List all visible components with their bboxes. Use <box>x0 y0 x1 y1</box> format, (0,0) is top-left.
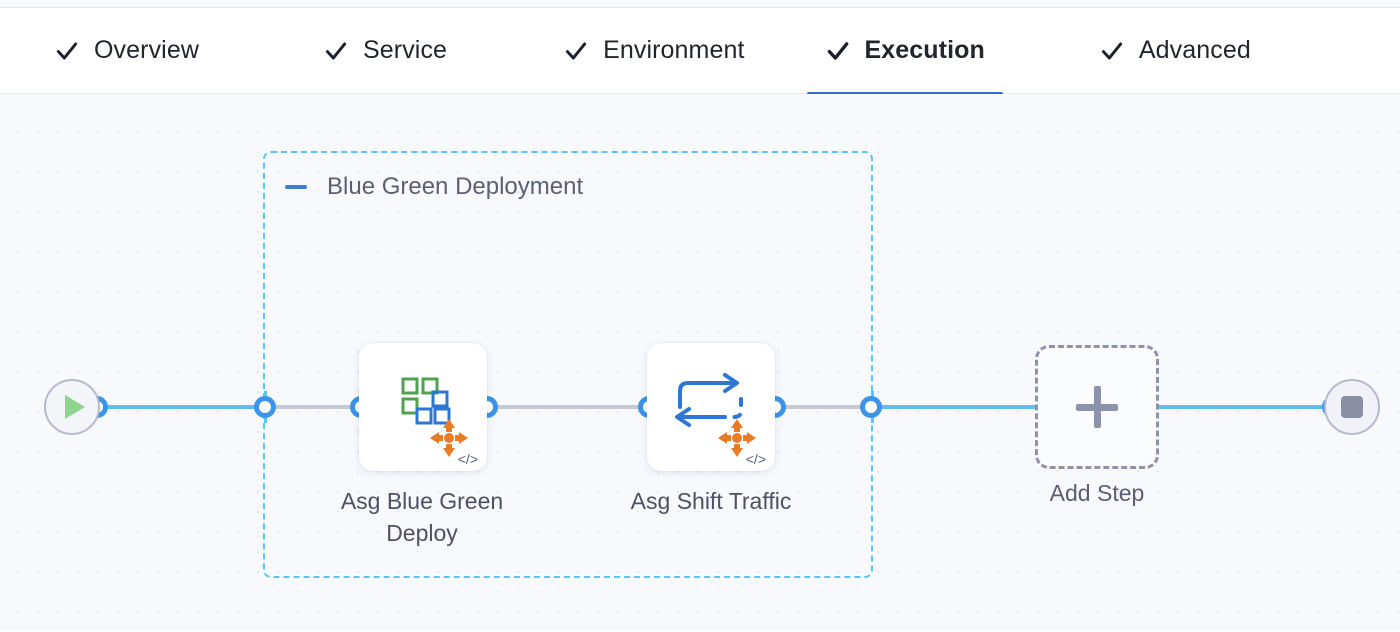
wizard-tab-bar: Overview Service Environment Execution A… <box>0 8 1400 96</box>
window-top-strip <box>0 0 1400 8</box>
tab-execution[interactable]: Execution <box>806 8 1003 96</box>
edge-add-step-to-end <box>1156 405 1332 409</box>
stage-group-box[interactable] <box>263 151 873 578</box>
tab-label: Execution <box>864 36 985 64</box>
add-step-label: Add Step <box>1049 480 1145 506</box>
tab-advanced[interactable]: Advanced <box>1081 8 1269 94</box>
stop-icon <box>1341 396 1363 418</box>
check-icon <box>827 41 848 60</box>
tab-label: Service <box>363 36 448 64</box>
plus-icon-vertical <box>1093 386 1101 428</box>
code-badge-icon: </> <box>457 451 478 467</box>
edge-step1-to-step2 <box>488 405 652 409</box>
connector-dot-group-in[interactable] <box>254 396 276 418</box>
tab-underline-active <box>806 91 1003 96</box>
edge-group-to-add-step <box>874 405 1038 409</box>
step-node-asg-shift-traffic[interactable]: </> <box>647 343 775 471</box>
asg-shift-traffic-icon <box>675 373 756 457</box>
stage-group-header: Blue Green Deployment <box>285 172 583 202</box>
check-icon <box>325 41 347 60</box>
check-icon <box>565 41 587 60</box>
edge-start-to-group <box>96 405 268 409</box>
move-arrows-icon <box>430 419 468 457</box>
minus-icon[interactable] <box>285 185 307 189</box>
step-node-asg-blue-green-deploy[interactable]: </> <box>359 343 487 471</box>
pipeline-start-node[interactable] <box>44 379 100 435</box>
tab-environment[interactable]: Environment <box>545 8 762 94</box>
tab-label: Overview <box>94 36 199 64</box>
step-label-asg-blue-green-deploy: Asg Blue Green Deploy <box>340 488 504 546</box>
tab-overview[interactable]: Overview <box>36 8 217 94</box>
play-icon <box>65 395 85 419</box>
asg-blue-green-deploy-icon <box>401 377 468 457</box>
stage-group-title: Blue Green Deployment <box>327 173 584 200</box>
step-label-asg-shift-traffic: Asg Shift Traffic <box>630 488 792 514</box>
code-badge-icon: </> <box>745 451 766 467</box>
pipeline-canvas[interactable]: Blue Green Deployment <box>0 94 1400 631</box>
tab-service[interactable]: Service <box>305 8 465 94</box>
tab-label: Environment <box>603 36 745 64</box>
edge-group-entry <box>268 405 368 409</box>
edge-step2-to-group-exit <box>776 405 874 409</box>
check-icon <box>1101 41 1123 60</box>
check-icon <box>56 41 78 60</box>
add-step-button[interactable] <box>1035 345 1159 469</box>
connector-dot-group-out[interactable] <box>860 396 882 418</box>
pipeline-end-node[interactable] <box>1324 379 1380 435</box>
move-arrows-icon <box>718 419 756 457</box>
tab-label: Advanced <box>1138 36 1251 64</box>
